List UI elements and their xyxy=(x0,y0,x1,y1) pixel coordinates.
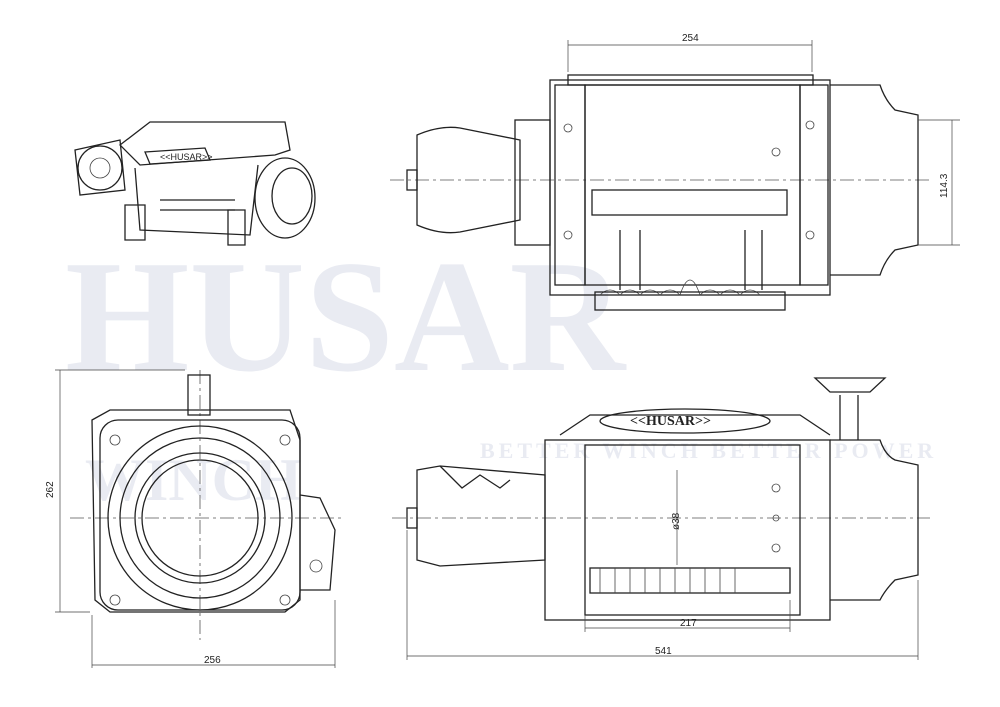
side-view: <<HUSAR>> ø38 217 541 xyxy=(392,377,930,660)
dim-side-drum: 217 xyxy=(680,618,697,629)
side-logo-plate: <<HUSAR>> xyxy=(630,414,711,429)
dim-front-width: 256 xyxy=(204,655,221,666)
dim-drum-diameter: ø38 xyxy=(671,512,682,530)
dim-front-height: 262 xyxy=(45,481,56,498)
watermark: HUSAR WINCH BETTER WINCH BETTER POWER xyxy=(65,227,937,513)
dim-top-height: 114.3 xyxy=(939,173,950,198)
watermark-brand: HUSAR xyxy=(65,227,627,405)
dim-top-length: 254 xyxy=(682,33,699,44)
front-view: 262 256 xyxy=(45,369,345,668)
top-view: 254 114.3 xyxy=(390,33,960,311)
isometric-view: <<HUSAR>> xyxy=(74,121,316,246)
watermark-slogan: BETTER WINCH BETTER POWER xyxy=(480,438,937,463)
iso-logo-plate: <<HUSAR>> xyxy=(160,152,213,162)
dim-side-total: 541 xyxy=(655,646,672,657)
